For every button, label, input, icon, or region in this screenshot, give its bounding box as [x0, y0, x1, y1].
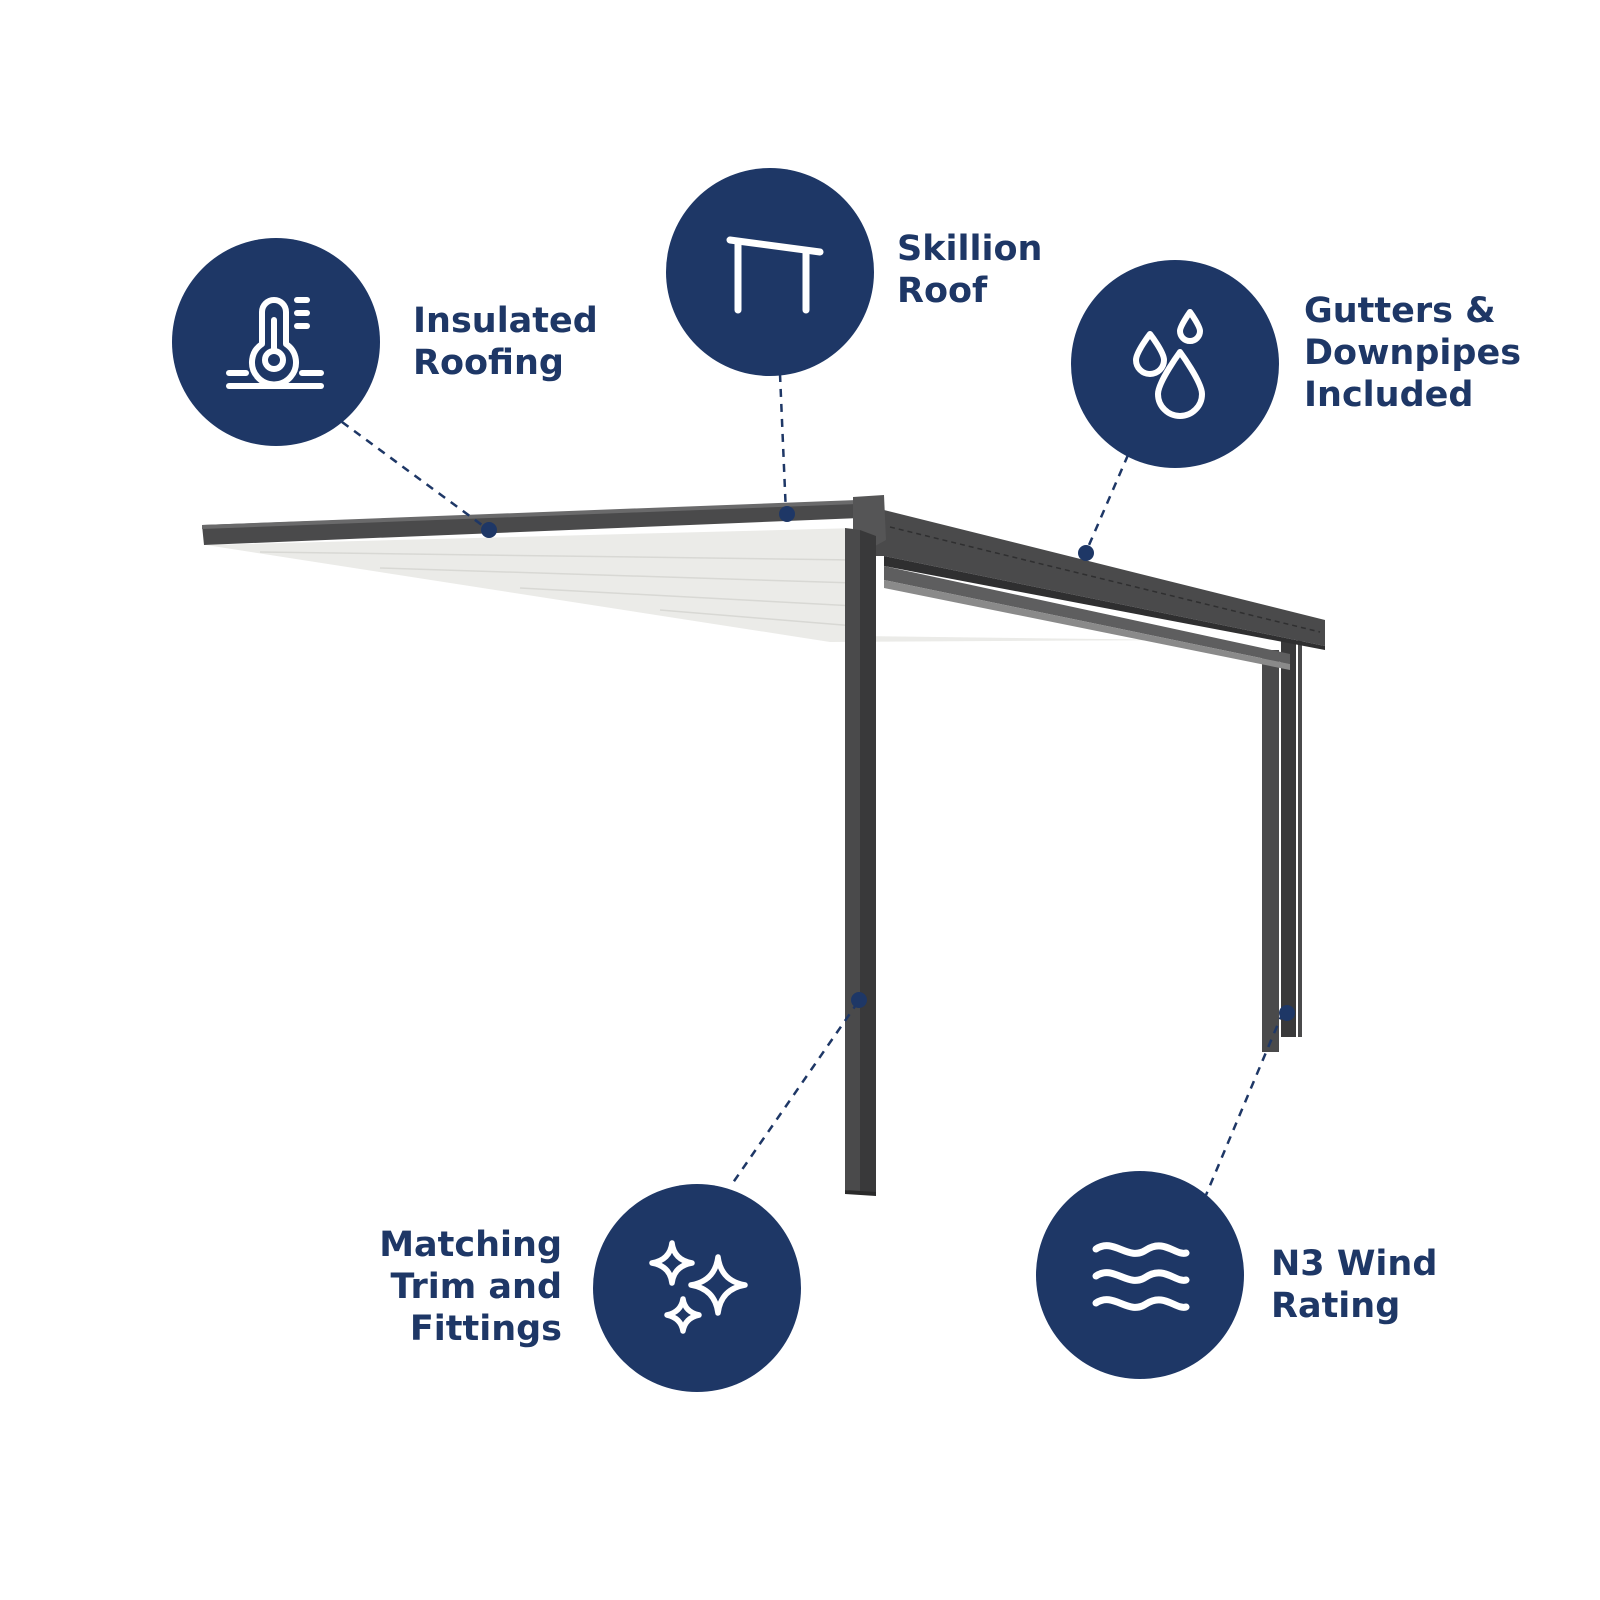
- feature-label-gutters: Gutters & Downpipes Included: [1304, 290, 1521, 416]
- dot-skillion-roof: [779, 506, 795, 522]
- label-line: Trim and: [390, 1267, 562, 1307]
- label-line: N3 Wind: [1271, 1244, 1438, 1284]
- connector-skillion-roof: [778, 373, 788, 515]
- sparkles-icon: [649, 1240, 748, 1334]
- label-line: Downpipes: [1304, 333, 1522, 373]
- thermometer-icon: [226, 297, 324, 389]
- feature-badge-wind-rating: [1036, 1171, 1244, 1379]
- label-line: Roof: [897, 271, 988, 311]
- wind-waves-icon: [1092, 1242, 1190, 1311]
- feature-label-matching-trim: Matching Trim and Fittings: [379, 1224, 562, 1350]
- dot-insulated-roofing: [481, 522, 497, 538]
- skillion-roof-icon: [726, 236, 824, 314]
- feature-badge-insulated-roofing: [172, 238, 380, 446]
- side-beam: [857, 510, 1325, 670]
- dot-gutters: [1078, 545, 1094, 561]
- connector-dots: [481, 506, 1295, 1021]
- feature-label-wind-rating: N3 Wind Rating: [1271, 1243, 1437, 1327]
- label-line: Matching: [379, 1225, 562, 1265]
- back-posts: [1262, 640, 1302, 1052]
- feature-badge-matching-trim: [593, 1184, 801, 1392]
- feature-label-skillion-roof: Skillion Roof: [897, 228, 1042, 312]
- label-line: Skillion: [897, 229, 1043, 269]
- connector-wind-rating: [1204, 1011, 1285, 1196]
- roof-underside: [206, 528, 1180, 642]
- connector-matching-trim: [728, 1001, 860, 1188]
- roof-fascia: [202, 500, 860, 545]
- label-line: Insulated: [413, 301, 598, 341]
- label-line: Gutters &: [1304, 291, 1496, 331]
- feature-badge-skillion-roof: [666, 168, 874, 376]
- label-line: Roofing: [413, 343, 564, 383]
- label-line: Included: [1304, 375, 1474, 415]
- dot-matching-trim: [851, 992, 867, 1008]
- dot-wind-rating: [1279, 1005, 1295, 1021]
- connector-insulated-roofing: [341, 420, 487, 530]
- connector-gutters: [1084, 454, 1130, 553]
- feature-badge-gutters: [1071, 260, 1279, 468]
- label-line: Rating: [1271, 1286, 1401, 1326]
- front-post: [845, 528, 876, 1196]
- label-line: Fittings: [409, 1309, 562, 1349]
- pergola-illustration: [202, 495, 1325, 1196]
- roof-panel-lines: [259, 551, 856, 627]
- water-drops-icon: [1133, 309, 1205, 419]
- feature-label-insulated-roofing: Insulated Roofing: [413, 300, 598, 384]
- connectors: [341, 373, 1285, 1196]
